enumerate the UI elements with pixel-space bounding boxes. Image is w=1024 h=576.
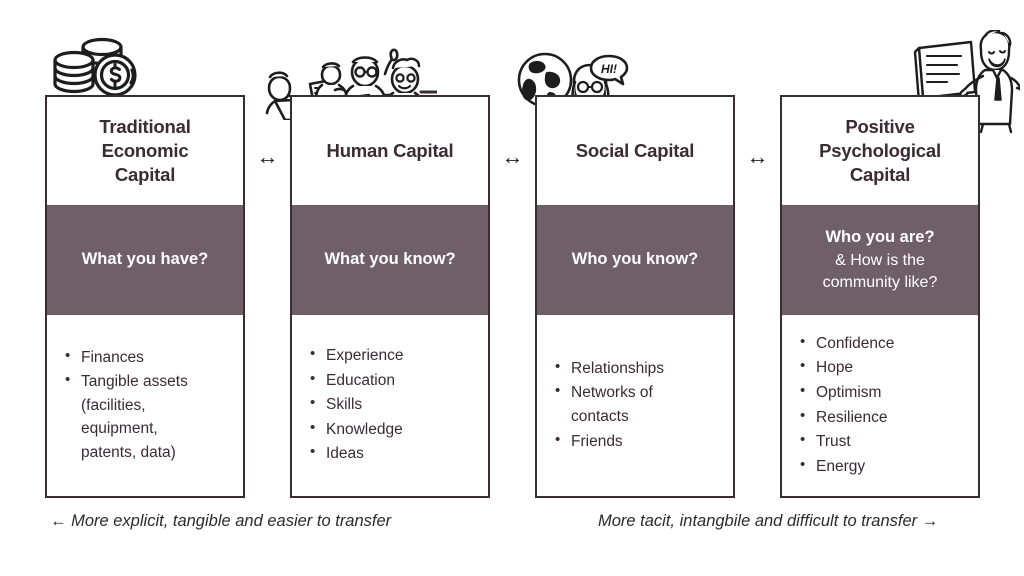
column-title-line: Positive (845, 116, 915, 138)
column-title: Human Capital (292, 97, 488, 205)
column-title: Traditional Economic Capital (47, 97, 243, 205)
column-title-line: Capital (114, 163, 176, 185)
column-title: Positive Psychological Capital (782, 97, 978, 205)
list-item: Resilience (800, 405, 968, 430)
bullet-text: Trust (816, 433, 851, 451)
column-title-line: Capital (849, 163, 911, 185)
band-question: What you have? (81, 250, 209, 269)
bullet-text: Knowledge (326, 420, 403, 438)
bullet-text: Skills (326, 396, 363, 414)
double-arrow-1: ↔ (245, 143, 290, 171)
column-question-band: Who you are? & How is the community like… (782, 205, 978, 315)
bullet-text: Networks of (571, 384, 653, 402)
column-title-line: Economic (101, 140, 189, 162)
column-title-line: Social Capital (575, 140, 695, 162)
bullet-text: Hope (816, 359, 854, 377)
coin-stack-dollar-icon (45, 33, 155, 99)
double-arrow-2: ↔ (490, 143, 535, 171)
list-item: Ideas (310, 441, 478, 466)
bullet-text: Education (326, 371, 395, 389)
list-item: Networks of contacts (555, 380, 723, 428)
bullet-list: Experience Education Skills Knowledge Id… (310, 343, 478, 467)
column-title-line: Psychological (819, 140, 941, 162)
bullet-text: Relationships (571, 359, 665, 377)
band-question: Who you know? (571, 250, 699, 269)
list-item: Confidence (800, 331, 968, 356)
column-title-line: Human Capital (326, 140, 454, 162)
column-body: Experience Education Skills Knowledge Id… (292, 315, 488, 496)
column-question-band: What you know? (292, 205, 488, 315)
capital-column-human: Human Capital What you know? Experience … (290, 95, 490, 498)
list-item: Skills (310, 392, 478, 417)
svg-text:HI!: HI! (601, 62, 617, 76)
list-item: Friends (555, 429, 723, 454)
list-item: Finances (65, 345, 233, 370)
band-question: Who you are? (825, 227, 935, 246)
list-item: Hope (800, 355, 968, 380)
bullet-text-cont: patents, data) (81, 443, 176, 461)
band-question-sub: & How is the community like? (823, 250, 938, 293)
capital-column-positive-psychological: Positive Psychological Capital Who you a… (780, 95, 980, 498)
bullet-text: Energy (816, 457, 866, 475)
double-arrow-3: ↔ (735, 143, 780, 171)
list-item: Energy (800, 454, 968, 479)
caption-right-tacit: More tacit, intangbile and difficult to … (598, 512, 939, 530)
bullet-text-cont: contacts (571, 408, 629, 425)
double-arrow-glyph: ↔ (746, 144, 769, 169)
bullet-text-cont: (facilities, (81, 396, 146, 414)
column-question-band: Who you know? (537, 205, 733, 315)
band-question: What you know? (324, 250, 456, 269)
band-sub-line: community like? (822, 273, 938, 291)
bullet-text: Resilience (816, 408, 888, 426)
bullet-text: Ideas (326, 445, 364, 463)
list-item: Relationships (555, 356, 723, 381)
column-body: Finances Tangible assets (facilities, eq… (47, 315, 243, 496)
bullet-list: Relationships Networks of contacts Frien… (555, 356, 723, 454)
capital-column-social: Social Capital Who you know? Relationshi… (535, 95, 735, 498)
band-sub-line: & How is the (835, 252, 925, 270)
column-body: Confidence Hope Optimism Resilience Trus… (782, 315, 978, 496)
column-question-band: What you have? (47, 205, 243, 315)
bullet-list: Confidence Hope Optimism Resilience Trus… (800, 331, 968, 479)
caption-left-explicit: ← More explicit, tangible and easier to … (50, 512, 392, 530)
bullet-text: Experience (326, 347, 404, 365)
list-item: Tangible assets (facilities, equipment, … (65, 369, 233, 464)
list-item: Trust (800, 429, 968, 454)
bullet-text: Friends (571, 432, 623, 450)
bullet-text: Finances (81, 348, 144, 366)
bullet-text: Confidence (816, 334, 895, 352)
column-body: Relationships Networks of contacts Frien… (537, 315, 733, 496)
list-item: Optimism (800, 380, 968, 405)
list-item: Knowledge (310, 417, 478, 442)
column-title: Social Capital (537, 97, 733, 205)
capital-column-traditional-economic: Traditional Economic Capital What you ha… (45, 95, 245, 498)
bullet-list: Finances Tangible assets (facilities, eq… (65, 345, 233, 466)
list-item: Education (310, 368, 478, 393)
bullet-text: Optimism (816, 383, 882, 401)
list-item: Experience (310, 343, 478, 368)
double-arrow-glyph: ↔ (501, 144, 524, 169)
bullet-text: Tangible assets (81, 373, 188, 391)
bullet-text-cont: equipment, (81, 420, 158, 438)
double-arrow-glyph: ↔ (256, 144, 279, 169)
column-title-line: Traditional (99, 116, 191, 138)
